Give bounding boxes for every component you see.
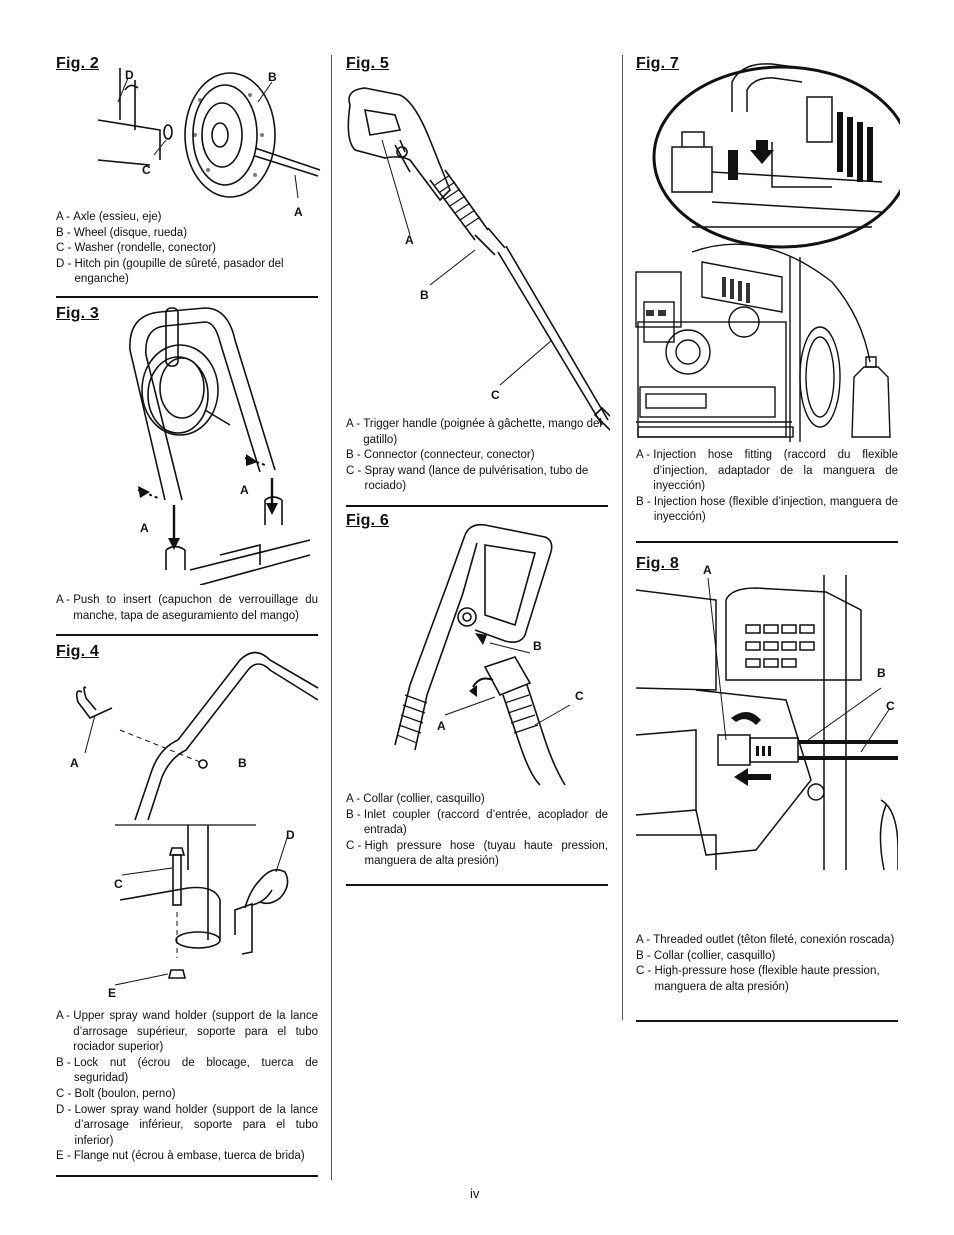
fig2-callout-d: D bbox=[125, 68, 134, 82]
fig2-wheel-illustration bbox=[97, 68, 321, 199]
fig8-outlet-illustration bbox=[636, 575, 898, 871]
fig4-wand-holder-illustration bbox=[75, 651, 319, 986]
fig5-callout-a: A bbox=[405, 233, 414, 247]
fig8-title: Fig. 8 bbox=[636, 555, 679, 572]
fig8-legend: A - Threaded outlet (têton fileté, conex… bbox=[636, 933, 898, 995]
legend-item: B - Wheel (disque, rueda) bbox=[56, 226, 188, 239]
fig4-callout-c: C bbox=[114, 877, 123, 891]
legend-item: B - Inlet coupler (raccord d’entrée, aco… bbox=[346, 808, 608, 837]
fig2-callout-c: C bbox=[142, 163, 151, 177]
legend-item: E - Flange nut (écrou à embase, tuerca d… bbox=[56, 1150, 305, 1163]
legend-item: C - High-pressure hose (flexible haute p… bbox=[636, 965, 880, 993]
fig6-callout-c: C bbox=[575, 689, 584, 703]
fig3-legend: A - Push to insert (capuchon de verrouil… bbox=[56, 593, 318, 624]
fig3-callout-a-right: A bbox=[240, 483, 249, 497]
fig4-legend: A - Upper spray wand holder (support de … bbox=[56, 1009, 318, 1165]
fig5-title: Fig. 5 bbox=[346, 55, 389, 72]
section-divider bbox=[636, 1020, 898, 1022]
legend-item: A - Threaded outlet (têton fileté, conex… bbox=[636, 934, 895, 946]
legend-item: B - Collar (collier, casquillo) bbox=[636, 949, 776, 962]
fig2-callout-b: B bbox=[268, 70, 277, 84]
fig7-title: Fig. 7 bbox=[636, 55, 679, 72]
fig8-callout-c: C bbox=[886, 699, 895, 713]
fig8-callout-b: B bbox=[877, 666, 886, 680]
fig6-title: Fig. 6 bbox=[346, 512, 389, 529]
fig2-legend: A - Axle (essieu, eje) B - Wheel (disque… bbox=[56, 210, 318, 288]
legend-item: B - Connector (connecteur, conector) bbox=[346, 449, 535, 462]
fig7-engine-illustration bbox=[635, 63, 900, 442]
fig3-title: Fig. 3 bbox=[56, 305, 99, 322]
column-divider bbox=[622, 55, 623, 1020]
legend-item: C - Spray wand (lance de pulvérisation, … bbox=[346, 464, 589, 493]
fig4-callout-d: D bbox=[286, 828, 295, 842]
fig6-legend: A - Collar (collier, casquillo) B - Inle… bbox=[346, 792, 608, 870]
fig4-callout-b: B bbox=[238, 756, 247, 770]
fig7-legend: A - Injection hose fitting (raccord du f… bbox=[636, 448, 898, 526]
legend-item: A - Axle (essieu, eje) bbox=[56, 211, 162, 223]
legend-item: B - Lock nut (écrou de blocage, tuerca d… bbox=[56, 1056, 318, 1085]
fig6-hose-connection-illustration bbox=[394, 523, 571, 786]
fig5-legend: A - Trigger handle (poignée à gâchette, … bbox=[346, 417, 608, 495]
section-divider bbox=[636, 541, 898, 543]
legend-item: A - Push to insert (capuchon de verrouil… bbox=[56, 594, 318, 622]
legend-item: A - Injection hose fitting (raccord du f… bbox=[636, 449, 898, 493]
section-divider bbox=[56, 634, 318, 636]
legend-item: D - Lower spray wand holder (support de … bbox=[56, 1103, 318, 1147]
fig5-spray-gun-illustration bbox=[347, 87, 610, 432]
section-divider bbox=[346, 884, 608, 886]
fig2-title: Fig. 2 bbox=[56, 55, 99, 72]
column-divider bbox=[331, 55, 332, 1180]
fig8-callout-a: A bbox=[703, 563, 712, 577]
section-divider bbox=[56, 1175, 318, 1177]
legend-item: D - Hitch pin (goupille de sûreté, pasad… bbox=[56, 257, 284, 286]
fig5-callout-c: C bbox=[491, 388, 500, 402]
legend-item: B - Injection hose (flexible d’injection… bbox=[636, 495, 898, 524]
legend-item: C - Washer (rondelle, conector) bbox=[56, 242, 216, 255]
fig6-callout-a: A bbox=[437, 719, 446, 733]
fig5-callout-b: B bbox=[420, 288, 429, 302]
legend-item: A - Collar (collier, casquillo) bbox=[346, 793, 485, 805]
fig6-callout-b: B bbox=[533, 639, 542, 653]
fig2-callout-a: A bbox=[294, 205, 303, 219]
page-number: iv bbox=[470, 1186, 480, 1201]
fig4-callout-a: A bbox=[70, 756, 79, 770]
fig3-callout-a-left: A bbox=[140, 521, 149, 535]
legend-item: C - Bolt (boulon, perno) bbox=[56, 1087, 176, 1100]
legend-item: A - Upper spray wand holder (support de … bbox=[56, 1010, 318, 1054]
legend-item: C - High pressure hose (tuyau haute pres… bbox=[346, 839, 608, 868]
section-divider bbox=[346, 505, 608, 507]
legend-item: A - Trigger handle (poignée à gâchette, … bbox=[346, 418, 602, 446]
fig4-title: Fig. 4 bbox=[56, 643, 99, 660]
fig4-callout-e: E bbox=[108, 986, 117, 1000]
section-divider bbox=[56, 296, 318, 298]
fig3-handle-illustration bbox=[129, 307, 311, 585]
